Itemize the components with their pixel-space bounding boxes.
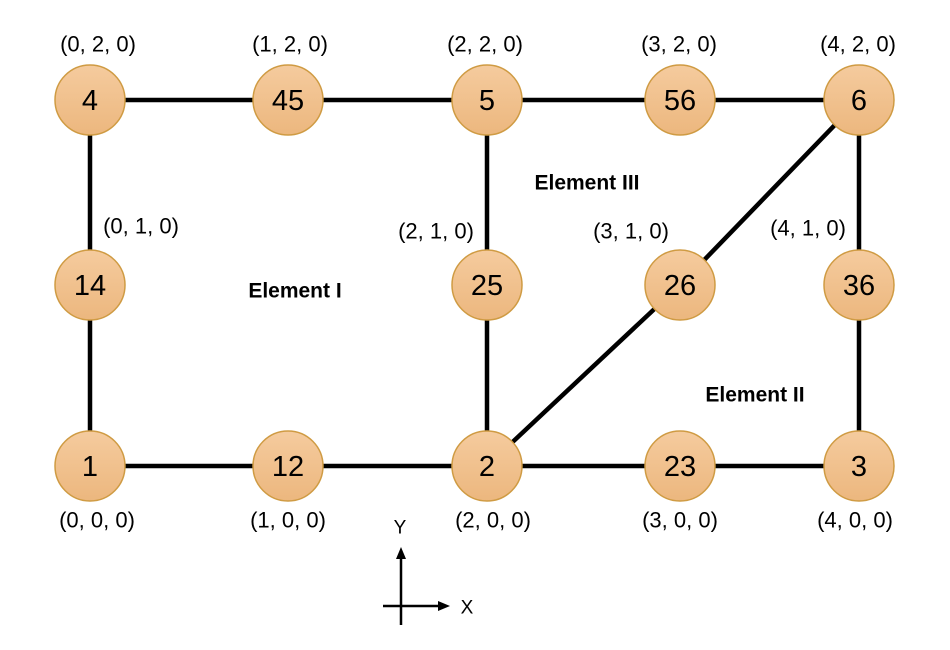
node-3-number: 3 [851,451,867,483]
element-label-3: Element III [534,172,639,195]
node-23-number: 23 [664,451,696,483]
node-3-coord-label: (4, 0, 0) [817,508,893,533]
node-36-number: 36 [843,270,875,302]
node-5-circle [451,64,523,136]
node-2-circle [451,430,523,502]
node-5-number: 5 [479,85,495,117]
node-5-coord-label: (2, 2, 0) [447,32,523,57]
element-label-2: Element II [705,384,804,407]
node-26-coord-label: (3, 1, 0) [593,219,669,244]
node-12-number: 12 [272,451,304,483]
node-1-circle [54,430,126,502]
labels-layer: (0, 2, 0) (1, 2, 0) (2, 2, 0) (3, 2, 0) (4, … [59,32,896,533]
node-12-coord-label: (1, 0, 0) [250,508,326,533]
node-4-number: 4 [82,85,98,117]
node-2-number: 2 [479,451,495,483]
y-axis-label: Y [394,518,407,539]
node-1-coord-label: (0, 0, 0) [59,508,135,533]
node-25-circle [451,249,523,321]
node-12-circle [252,430,324,502]
edge-26-6 [678,98,861,287]
node-56-circle [644,64,716,136]
node-36-circle [823,249,895,321]
node-14-number: 14 [74,270,106,302]
edge-2-26 [485,283,682,468]
node-1-number: 1 [82,451,98,483]
nodes-layer: 4 45 5 56 6 14 25 26 36 1 12 2 23 3 [54,64,895,502]
node-4-circle [54,64,126,136]
node-45-number: 45 [272,85,304,117]
element-label-1: Element I [248,280,341,303]
node-4-coord-label: (0, 2, 0) [60,32,136,57]
node-14-circle [54,249,126,321]
axis-indicator: YX [383,518,474,625]
node-45-circle [252,64,324,136]
node-23-circle [644,430,716,502]
node-56-coord-label: (3, 2, 0) [641,32,717,57]
node-2-coord-label: (2, 0, 0) [455,508,531,533]
node-6-circle [823,64,895,136]
node-56-number: 56 [664,85,696,117]
x-axis-label: X [461,598,474,619]
node-6-number: 6 [851,85,867,117]
node-6-coord-label: (4, 2, 0) [820,32,896,57]
y-axis-arrowhead [396,547,406,559]
x-axis-arrowhead [438,601,450,611]
node-14-coord-label: (0, 1, 0) [103,214,179,239]
node-23-coord-label: (3, 0, 0) [642,508,718,533]
node-26-number: 26 [664,270,696,302]
node-45-coord-label: (1, 2, 0) [252,32,328,57]
node-26-circle [644,249,716,321]
node-3-circle [823,430,895,502]
node-25-number: 25 [471,270,503,302]
node-36-coord-label: (4, 1, 0) [770,216,846,241]
node-25-coord-label: (2, 1, 0) [398,219,474,244]
